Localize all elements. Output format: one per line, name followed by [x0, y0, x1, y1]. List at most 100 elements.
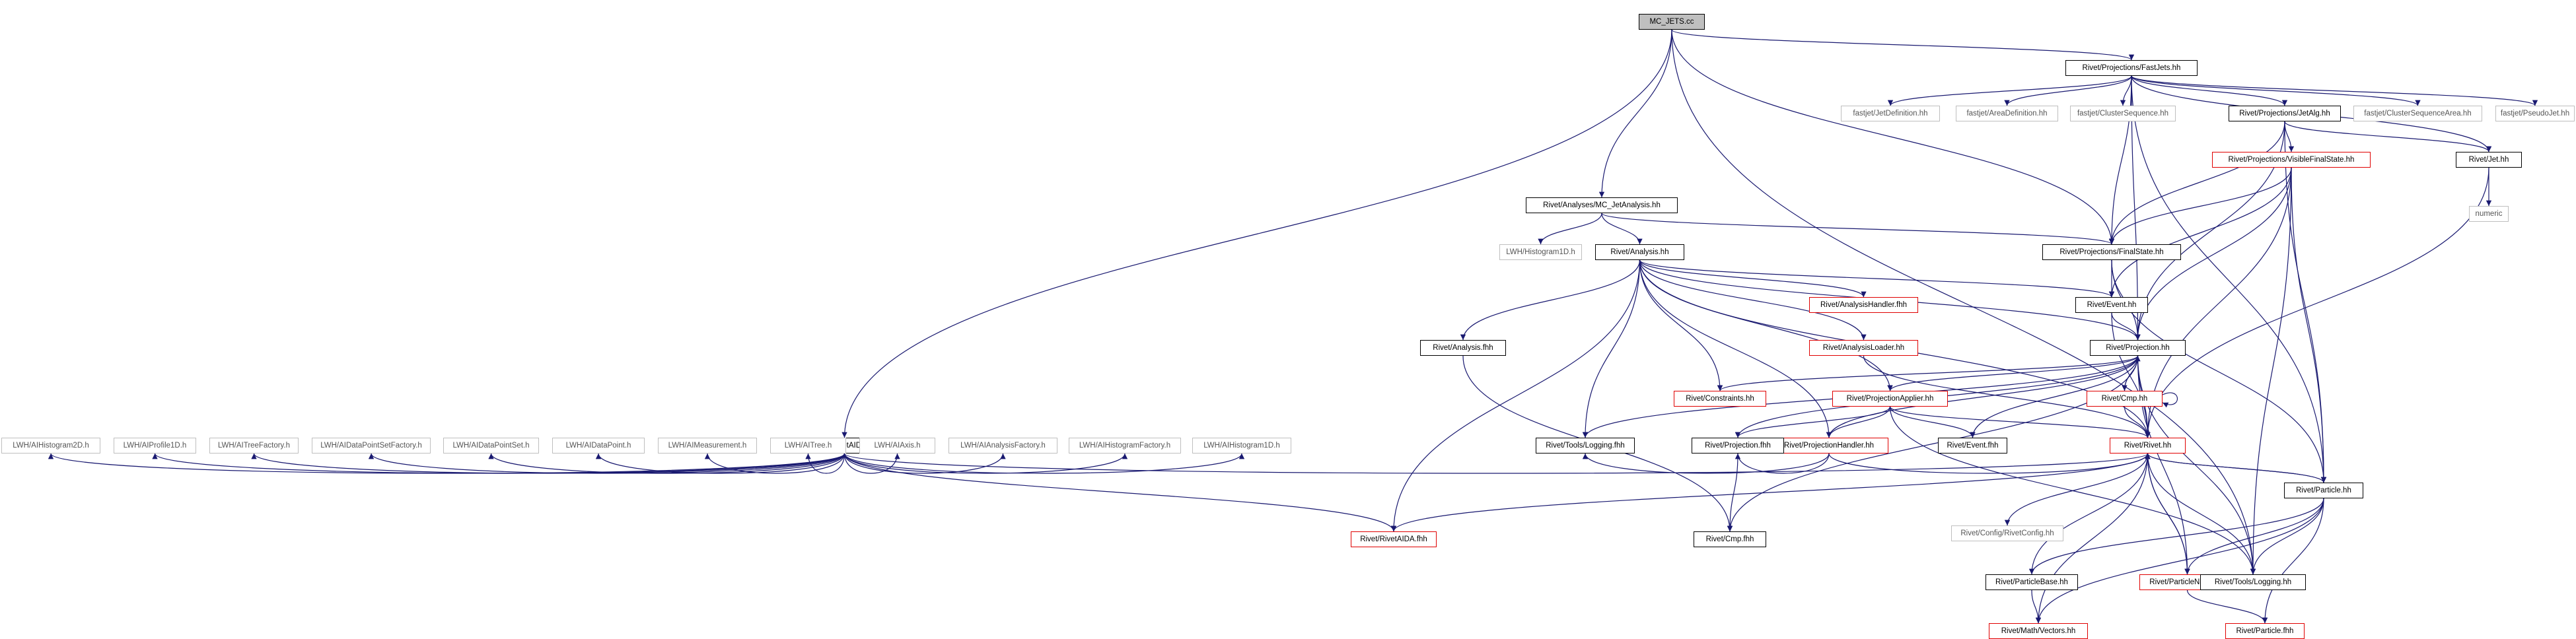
edge-fastjets-to-particle: [2131, 75, 2327, 483]
edge-toolslog-to-rivet: [2145, 453, 2254, 575]
edge-root-to-rivetaida: [841, 29, 1672, 438]
edge-fastjets-to-finalstate: [2108, 75, 2132, 245]
edge-analysis-to-constraints: [1639, 259, 1723, 391]
node-rivetconfig: Rivet/Config/RivetConfig.hh: [1951, 525, 2063, 541]
edge-cmp-to-rivet: [2124, 406, 2151, 438]
edge-projection-to-constraints: [1717, 355, 2139, 391]
edge-projectionfhh-to-cmpfhh: [1727, 453, 1738, 532]
node-lwh-dp: LWH/AIDataPoint.h: [552, 438, 645, 454]
edge-particle-to-toolslog: [2250, 498, 2324, 575]
edge-root-to-toolslog: [1671, 29, 2256, 575]
edge-fastjets-to-fj_clseqarea: [2131, 75, 2421, 106]
node-anahandler[interactable]: Rivet/AnalysisHandler.fhh: [1809, 297, 1918, 313]
edge-particle-to-particlefhh: [2262, 498, 2324, 624]
node-rivet[interactable]: Rivet/Rivet.hh: [2110, 438, 2186, 454]
node-projection[interactable]: Rivet/Projection.hh: [2090, 340, 2186, 356]
edge-visiblefs-to-finalstate: [2108, 167, 2292, 245]
node-eventfhh[interactable]: Rivet/Event.fhh: [1938, 438, 2007, 454]
edge-projapplier-to-projectionfhh: [1735, 406, 1891, 438]
node-lwh-dpsf: LWH/AIDataPointSetFactory.h: [312, 438, 431, 454]
node-projectionfhh[interactable]: Rivet/Projection.fhh: [1692, 438, 1784, 454]
node-particlefhh[interactable]: Rivet/Particle.fhh: [2225, 623, 2305, 639]
node-lwh-h1d: LWH/Histogram1D.h: [1499, 244, 1582, 260]
node-fj-pseudojet: fastjet/PseudoJet.hh: [2495, 106, 2575, 121]
node-analysisfhh[interactable]: Rivet/Analysis.fhh: [1420, 340, 1506, 356]
node-projapplier[interactable]: Rivet/ProjectionApplier.hh: [1832, 391, 1948, 407]
edge-jetalg-to-finalstate: [2108, 121, 2285, 245]
edge-projhandler-to-projectionfhh: [1735, 453, 1830, 474]
edge-rivetaida-to-lwh_hf: [843, 453, 1128, 474]
edge-analysis-to-anahandler: [1639, 259, 1867, 298]
node-lwh-tree: LWH/AITree.h: [770, 438, 846, 454]
node-lwh-axis: LWH/AIAxis.h: [859, 438, 935, 454]
edge-visiblefs-to-particle: [2291, 167, 2327, 483]
node-fj-clseqarea: fastjet/ClusterSequenceArea.hh: [2353, 106, 2482, 121]
node-mcjetana[interactable]: Rivet/Analyses/MC_JetAnalysis.hh: [1526, 197, 1678, 213]
node-rivetaidafhh[interactable]: Rivet/RivetAIDA.fhh: [1351, 531, 1437, 547]
node-visiblefs[interactable]: Rivet/Projections/VisibleFinalState.hh: [2212, 152, 2371, 168]
edge-particle-to-particlename: [2184, 498, 2324, 575]
node-mathvectors[interactable]: Rivet/Math/Vectors.hh: [1989, 623, 2088, 639]
node-root[interactable]: MC_JETS.cc: [1639, 14, 1705, 30]
edge-particlebase-to-mathvectors: [2031, 589, 2042, 624]
edge-fastjets-to-projection: [2131, 75, 2141, 341]
node-lwh-p1d: LWH/AIProfile1D.h: [114, 438, 196, 454]
node-constraints[interactable]: Rivet/Constraints.hh: [1674, 391, 1766, 407]
node-fj-jetdef: fastjet/JetDefinition.hh: [1841, 106, 1940, 121]
edge-analysis-to-analoader: [1639, 259, 1867, 341]
node-toolslog[interactable]: Rivet/Tools/Logging.hh: [2200, 574, 2306, 590]
edge-rivetaida-to-rivetaidafhh: [843, 453, 1397, 532]
node-fj-areadef: fastjet/AreaDefinition.hh: [1956, 106, 2058, 121]
edge-root-to-fastjets: [1671, 29, 2134, 61]
edge-rivet-to-rivetconfig: [2004, 453, 2149, 526]
node-jetalg[interactable]: Rivet/Projections/JetAlg.hh: [2229, 106, 2341, 121]
edge-visiblefs-to-toolslog: [2250, 167, 2292, 575]
edge-particlename-to-rivet: [2145, 453, 2188, 575]
edge-rivetaida-to-lwh_af: [843, 453, 1006, 474]
edge-event-to-projection: [2111, 312, 2141, 341]
edge-mcjetana-to-analysis: [1601, 213, 1643, 245]
node-projhandler[interactable]: Rivet/ProjectionHandler.hh: [1770, 438, 1888, 454]
node-particlebase[interactable]: Rivet/ParticleBase.hh: [1986, 574, 2078, 590]
edge-projection-to-cmpfhh: [1727, 355, 2139, 532]
node-fastjets[interactable]: Rivet/Projections/FastJets.hh: [2065, 60, 2198, 76]
edge-rivetaida-to-lwh_tree: [805, 453, 845, 474]
node-cmp[interactable]: Rivet/Cmp.hh: [2087, 391, 2163, 407]
edge-rivet-to-rivetaidafhh: [1390, 453, 2149, 532]
edge-mcjetana-to-finalstate: [1601, 213, 2114, 245]
edge-cmp-to-projection: [2124, 355, 2141, 391]
node-numeric: numeric: [2469, 206, 2509, 222]
node-cmpfhh[interactable]: Rivet/Cmp.fhh: [1694, 531, 1766, 547]
edge-projapplier-to-projhandler: [1826, 406, 1891, 438]
node-lwh-h2d: LWH/AIHistogram2D.h: [1, 438, 100, 454]
node-event[interactable]: Rivet/Event.hh: [2075, 297, 2148, 313]
node-toolslogfhh[interactable]: Rivet/Tools/Logging.fhh: [1536, 438, 1635, 454]
edge-fastjets-to-fj_areadef: [2004, 75, 2132, 106]
edge-cmp-to-cmp: [2162, 392, 2178, 408]
node-analysis[interactable]: Rivet/Analysis.hh: [1595, 244, 1684, 260]
node-jet[interactable]: Rivet/Jet.hh: [2456, 152, 2522, 168]
node-lwh-hf: LWH/AIHistogramFactory.h: [1069, 438, 1181, 454]
edge-projapplier-to-rivet: [1889, 406, 2151, 438]
edge-analysis-to-rivetaidafhh: [1390, 259, 1641, 532]
edge-jetalg-to-jet: [2284, 121, 2492, 152]
edge-rivetaida-to-lwh_ah1d: [843, 453, 1245, 474]
edge-particle-to-mathvectors: [2035, 498, 2324, 624]
edge-visiblefs-to-rivet: [2145, 167, 2292, 438]
node-lwh-tf: LWH/AITreeFactory.h: [209, 438, 299, 454]
node-particle[interactable]: Rivet/Particle.hh: [2284, 483, 2363, 498]
edge-root-to-mcjetana: [1598, 29, 1672, 198]
edge-analoader-to-rivet: [1863, 355, 2151, 438]
edge-mcjetana-to-lwh_h1d: [1538, 213, 1602, 245]
edge-fastjets-to-fj_jetdef: [1887, 75, 2132, 106]
edge-rivetaida-to-lwh_dpsf: [368, 453, 845, 474]
edge-projhandler-to-toolslogfhh: [1582, 453, 1830, 474]
edge-projection-to-eventfhh: [1970, 355, 2139, 438]
edge-visiblefs-to-event: [2108, 167, 2292, 298]
node-lwh-dps: LWH/AIDataPointSet.h: [443, 438, 539, 454]
edge-projection-to-projhandler: [1826, 355, 2139, 438]
node-finalstate[interactable]: Rivet/Projections/FinalState.hh: [2042, 244, 2181, 260]
edge-particle-to-rivet: [2145, 453, 2324, 483]
node-analoader[interactable]: Rivet/AnalysisLoader.hh: [1809, 340, 1918, 356]
edge-root-to-finalstate: [1671, 29, 2115, 245]
